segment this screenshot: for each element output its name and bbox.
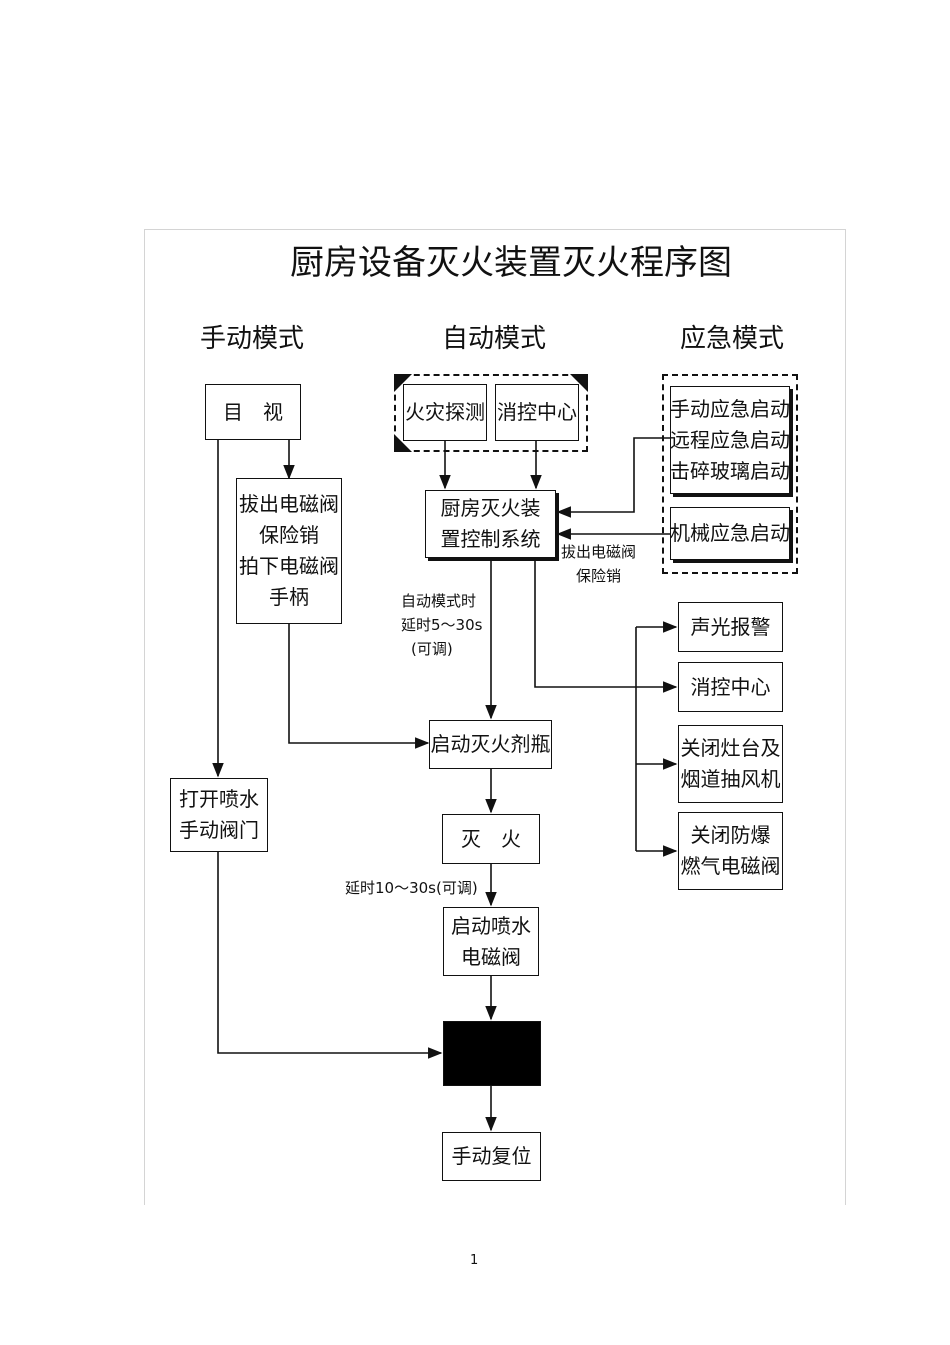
emergency-start-box: 手动应急启动 远程应急启动 击碎玻璃启动 bbox=[670, 386, 790, 494]
alarm-box: 声光报警 bbox=[678, 602, 783, 652]
close-gas-line-2: 燃气电磁阀 bbox=[680, 854, 781, 878]
page-number: 1 bbox=[470, 1253, 479, 1268]
auto-mode-heading: 自动模式 bbox=[442, 324, 547, 354]
control-center-output-label: 消控中心 bbox=[690, 674, 771, 699]
auto-delay-note: 自动模式时 延时5～30s (可调) bbox=[401, 589, 482, 661]
emergency-start-line-2: 远程应急启动 bbox=[670, 427, 790, 452]
auto-input-group bbox=[394, 374, 588, 452]
control-center-input-label: 消控中心 bbox=[497, 400, 577, 424]
mechanical-start-box: 机械应急启动 bbox=[670, 507, 790, 560]
close-stove-line-2: 烟道抽风机 bbox=[680, 767, 781, 791]
auto-delay-line-3: (可调) bbox=[411, 640, 453, 658]
emergency-start-line-3: 击碎玻璃启动 bbox=[670, 458, 790, 483]
extinguish-box: 灭 火 bbox=[442, 814, 540, 864]
diagram-title: 厨房设备灭火装置灭火程序图 bbox=[290, 243, 732, 283]
pull-pin-line-3: 拍下电磁阀 bbox=[239, 554, 339, 578]
start-spray-box: 启动喷水 电磁阀 bbox=[443, 907, 539, 976]
start-spray-line-1: 启动喷水 bbox=[451, 913, 531, 938]
start-agent-box: 启动灭火剂瓶 bbox=[429, 720, 552, 769]
start-spray-line-2: 电磁阀 bbox=[461, 944, 521, 969]
pull-pin-note-line-1: 拔出电磁阀 bbox=[561, 543, 637, 561]
spray-delay-note: 延时10～30s(可调) bbox=[345, 879, 478, 897]
control-system-box: 厨房灭火装 置控制系统 bbox=[425, 490, 556, 558]
auto-delay-line-1: 自动模式时 bbox=[401, 592, 477, 610]
pull-pin-line-4: 手柄 bbox=[269, 585, 309, 609]
emergency-input-group bbox=[662, 374, 798, 574]
open-valve-line-2: 手动阀门 bbox=[179, 818, 259, 842]
start-agent-label: 启动灭火剂瓶 bbox=[430, 732, 551, 756]
visual-inspection-box: 目 视 bbox=[205, 384, 301, 440]
control-center-input-box: 消控中心 bbox=[495, 384, 579, 441]
close-stove-box: 关闭灶台及 烟道抽风机 bbox=[678, 725, 783, 803]
pull-pin-note: 拔出电磁阀 保险销 bbox=[561, 540, 636, 588]
emergency-mode-heading: 应急模式 bbox=[680, 324, 785, 354]
manual-reset-label: 手动复位 bbox=[451, 1144, 532, 1168]
control-system-line-2: 置控制系统 bbox=[440, 527, 541, 551]
manual-mode-heading: 手动模式 bbox=[200, 324, 305, 354]
close-gas-line-1: 关闭防爆 bbox=[690, 823, 771, 847]
pull-pin-line-1: 拔出电磁阀 bbox=[239, 492, 339, 516]
fire-detection-box: 火灾探测 bbox=[403, 384, 487, 441]
pull-pin-box: 拔出电磁阀 保险销 拍下电磁阀 手柄 bbox=[236, 478, 342, 624]
control-center-output-box: 消控中心 bbox=[678, 662, 783, 712]
obscured-step-box bbox=[443, 1021, 541, 1086]
manual-reset-box: 手动复位 bbox=[442, 1132, 541, 1181]
auto-delay-line-2: 延时5～30s bbox=[401, 616, 483, 634]
page-frame bbox=[144, 229, 846, 1205]
alarm-label: 声光报警 bbox=[690, 614, 771, 639]
open-valve-line-1: 打开喷水 bbox=[179, 787, 259, 811]
extinguish-label: 灭 火 bbox=[461, 826, 521, 851]
control-system-line-1: 厨房灭火装 bbox=[440, 496, 541, 520]
emergency-start-line-1: 手动应急启动 bbox=[670, 396, 790, 421]
pull-pin-line-2: 保险销 bbox=[259, 523, 319, 547]
mechanical-start-label: 机械应急启动 bbox=[670, 521, 790, 545]
pull-pin-note-line-2: 保险销 bbox=[576, 567, 622, 585]
fire-detection-label: 火灾探测 bbox=[405, 400, 485, 424]
close-gas-box: 关闭防爆 燃气电磁阀 bbox=[678, 812, 783, 890]
open-valve-box: 打开喷水 手动阀门 bbox=[170, 778, 268, 852]
visual-inspection-label: 目 视 bbox=[223, 399, 283, 424]
close-stove-line-1: 关闭灶台及 bbox=[680, 736, 781, 760]
